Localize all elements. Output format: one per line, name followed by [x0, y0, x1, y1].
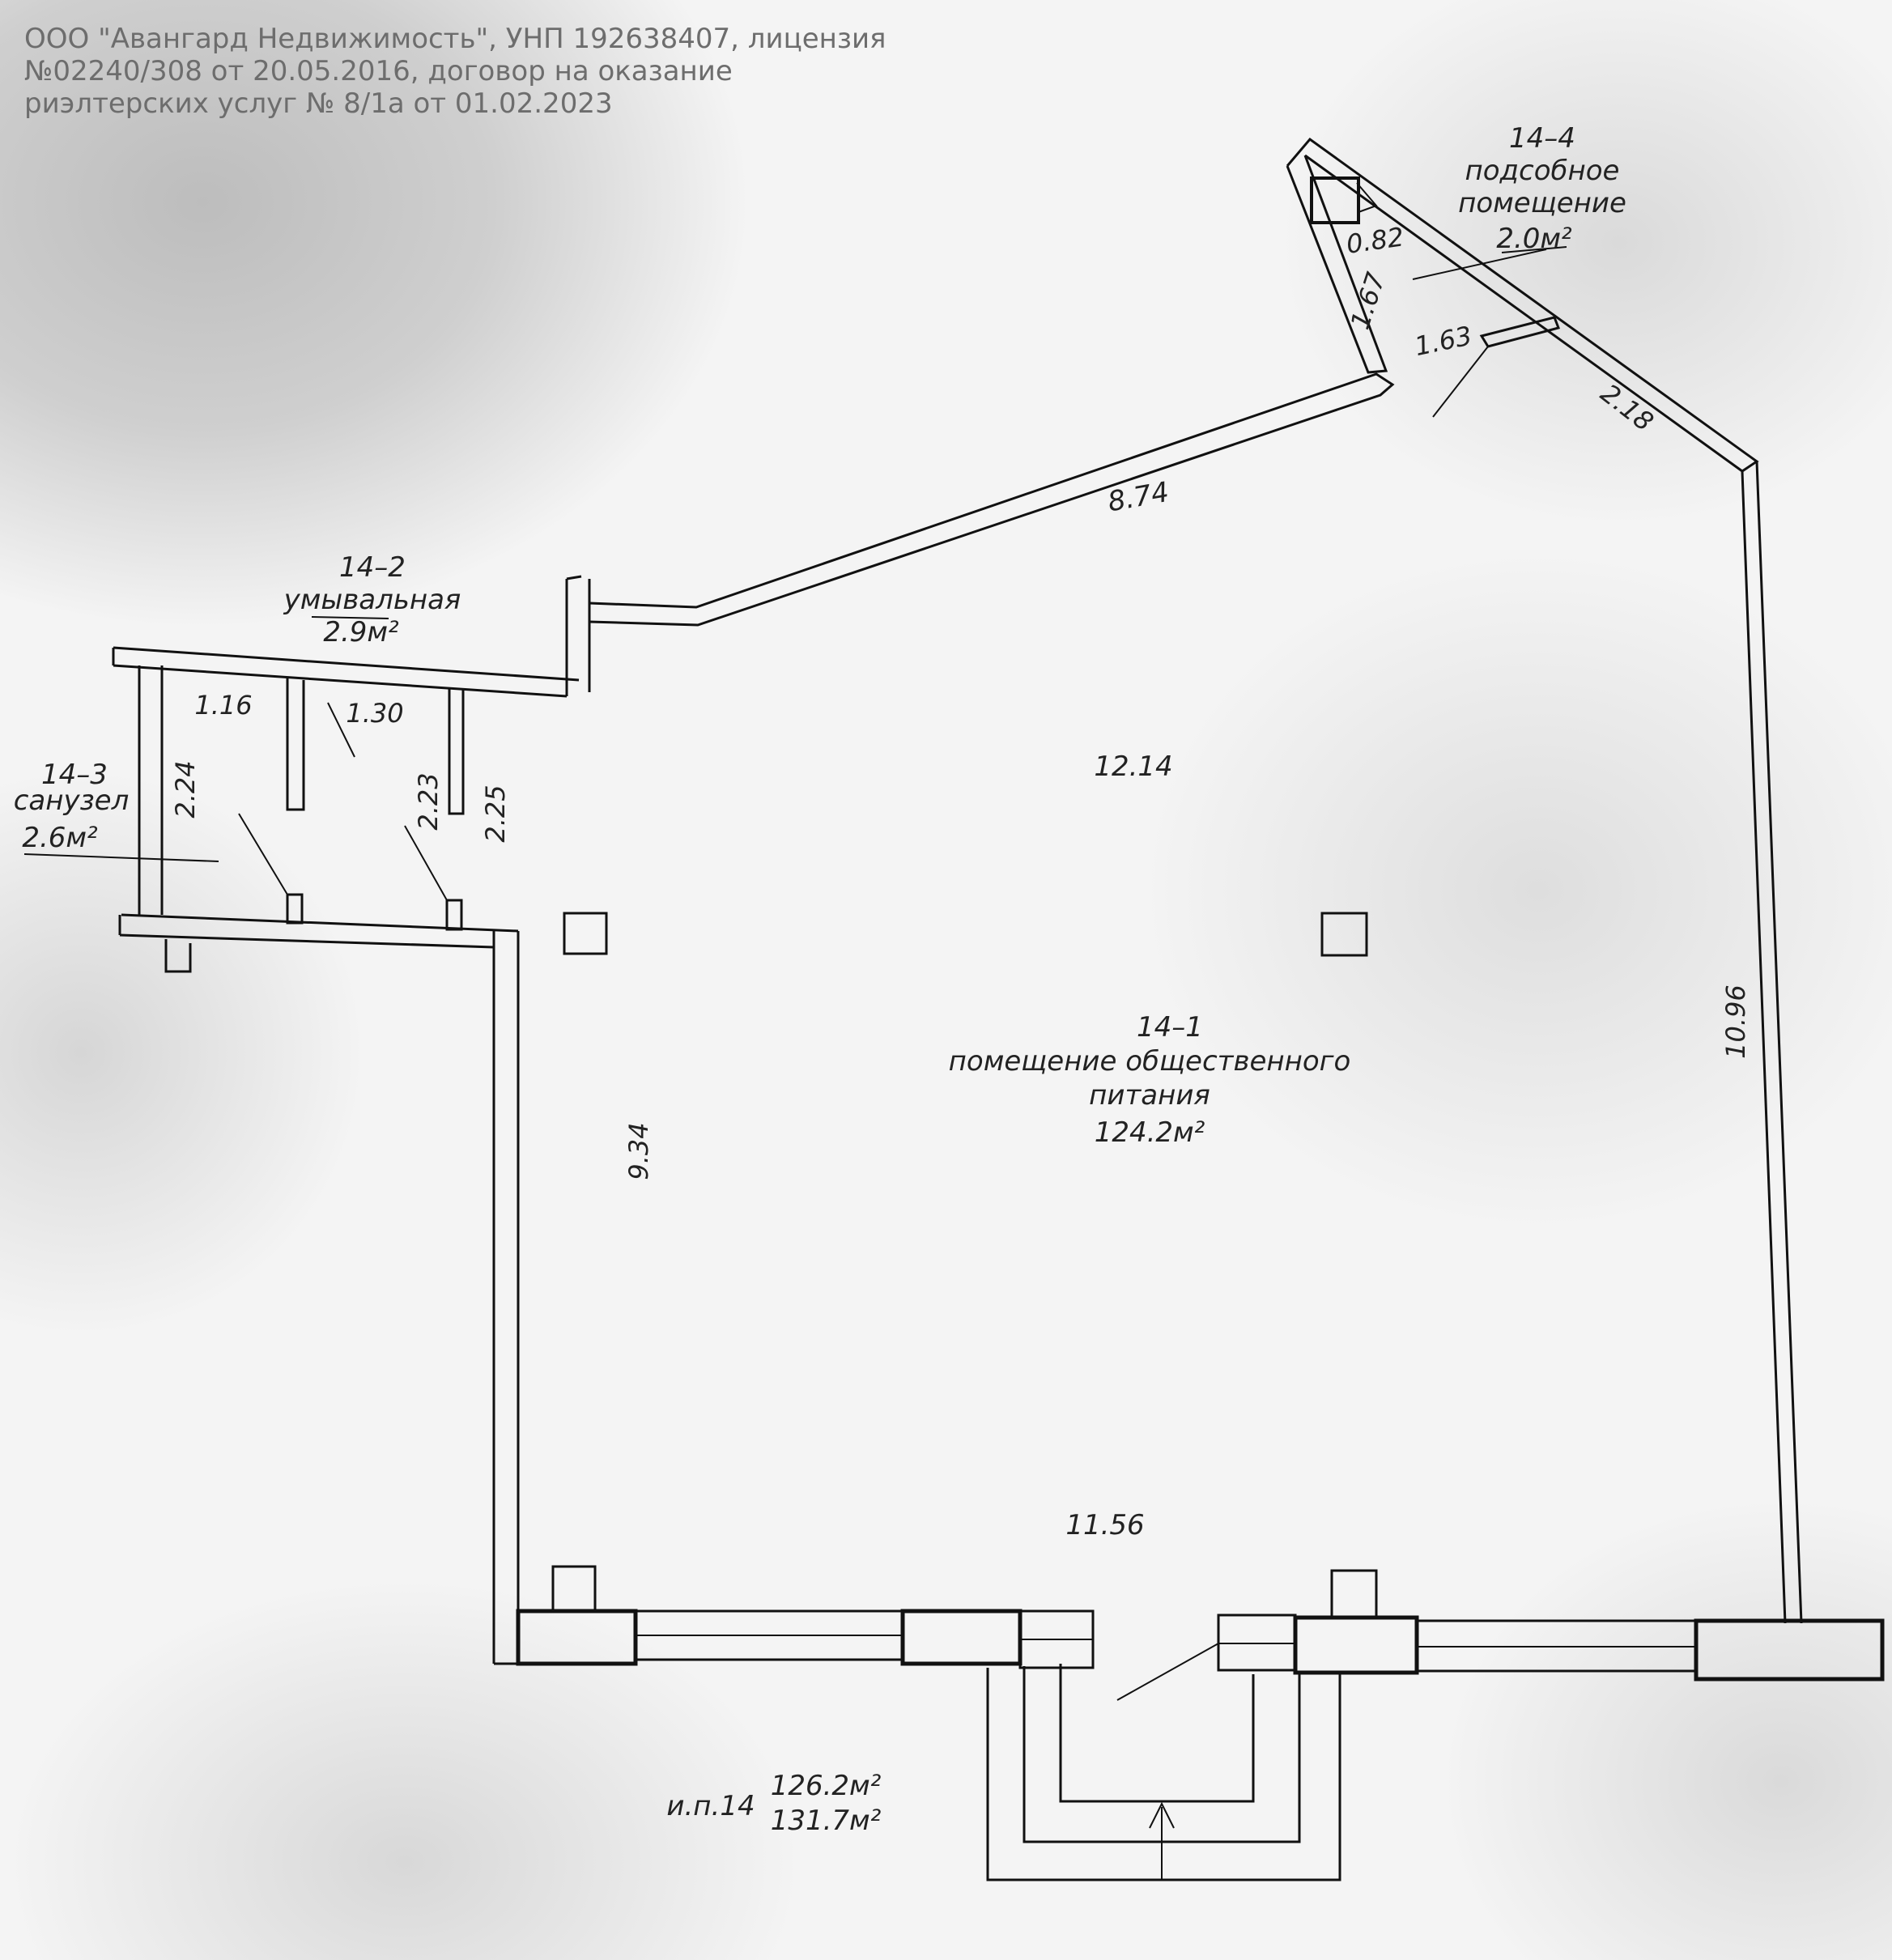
dim-2-24: 2.24: [170, 760, 201, 818]
room-14-2-name: умывальная: [283, 584, 461, 616]
dim-11-56: 11.56: [1065, 1509, 1144, 1541]
bottom-wall: [494, 1565, 1885, 1701]
dim-2-25: 2.25: [480, 784, 511, 842]
room-14-4-name-line1: подсобное: [1465, 155, 1620, 187]
dim-2-23: 2.23: [413, 772, 444, 830]
license-watermark: ООО "Авангард Недвижимость", УНП 1926384…: [24, 23, 1036, 120]
room-14-1-name-line1: помещение общественного: [949, 1045, 1351, 1078]
room-14-2-area: 2.9м²: [323, 616, 399, 648]
room-14-1-id: 14–1: [1137, 1011, 1203, 1044]
room-14-1-area: 124.2м²: [1095, 1116, 1205, 1149]
main-room-walls: [112, 137, 1803, 1664]
unit-label: и.п.14: [666, 1790, 755, 1822]
room-14-3-area: 2.6м²: [22, 822, 98, 854]
columns: [563, 176, 1378, 957]
room-14-1-name-line2: питания: [1089, 1079, 1210, 1112]
room-14-2-id: 14–2: [339, 551, 406, 584]
dim-8-74: 8.74: [1105, 476, 1171, 519]
room-14-4-id: 14–4: [1509, 122, 1575, 155]
dim-9-34: 9.34: [623, 1122, 654, 1180]
room-14-4-area: 2.0м²: [1496, 223, 1572, 255]
room-14-4-name-line2: помещение: [1458, 187, 1626, 219]
room-14-3-name: санузел: [14, 784, 130, 817]
watermark-line-2: №02240/308 от 20.05.2016, договор на ока…: [24, 55, 733, 87]
dim-1-16: 1.16: [194, 690, 252, 721]
dim-0-82: 0.82: [1345, 221, 1406, 260]
entrance-porch: [986, 1664, 1341, 1881]
room-14-3-id: 14–3: [41, 759, 108, 791]
dim-1-63: 1.63: [1412, 320, 1475, 362]
dim-10-96: 10.96: [1720, 984, 1751, 1059]
watermark-line-3: риэлтерских услуг № 8/1а от 01.02.2023: [24, 87, 613, 120]
dim-12-14: 12.14: [1094, 750, 1172, 783]
total-area-1: 126.2м²: [771, 1770, 882, 1802]
total-area-2: 131.7м²: [771, 1805, 882, 1837]
watermark-line-1: ООО "Авангард Недвижимость", УНП 1926384…: [24, 23, 886, 55]
dim-1-30: 1.30: [346, 698, 403, 729]
label-leaders: [23, 246, 1567, 862]
